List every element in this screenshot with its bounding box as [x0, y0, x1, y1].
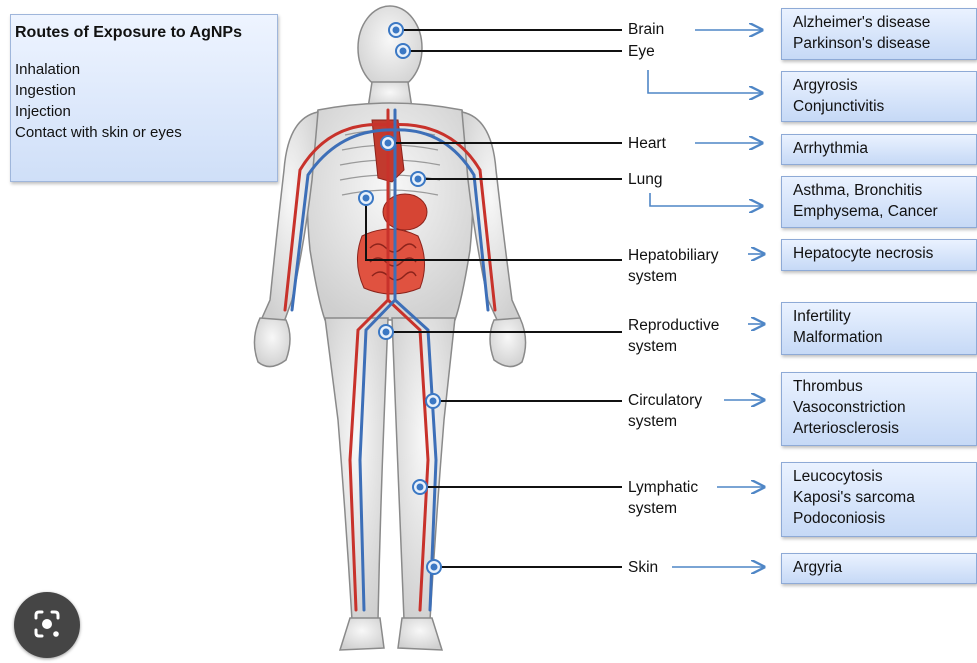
effects-box-eye: Argyrosis Conjunctivitis — [781, 71, 977, 122]
organ-label-lymphatic: Lymphatic system — [628, 477, 716, 519]
effect-item: Alzheimer's disease — [793, 12, 976, 33]
lens-search-button[interactable] — [14, 592, 80, 658]
arrow-eye — [648, 70, 762, 93]
marker-circulatory — [426, 394, 440, 408]
marker-skin — [427, 560, 441, 574]
effects-box-circulatory: Thrombus Vasoconstriction Arterioscleros… — [781, 372, 977, 446]
organ-label-eye: Eye — [628, 41, 655, 62]
effect-item: Parkinson's disease — [793, 33, 976, 54]
effect-item: Argyria — [793, 557, 976, 578]
effect-item: Thrombus — [793, 376, 976, 397]
effect-item: Emphysema, Cancer — [793, 201, 976, 222]
effect-item: Malformation — [793, 327, 976, 348]
organ-label-brain: Brain — [628, 19, 664, 40]
organ-label-circulatory: Circulatory system — [628, 390, 723, 432]
effect-item: Kaposi's sarcoma — [793, 487, 976, 508]
effects-box-brain: Alzheimer's disease Parkinson's disease — [781, 8, 977, 60]
effects-box-lymphatic: Leucocytosis Kaposi's sarcoma Podoconios… — [781, 462, 977, 537]
organ-label-lung: Lung — [628, 169, 662, 190]
effects-box-reproductive: Infertility Malformation — [781, 302, 977, 355]
effects-box-lung: Asthma, Bronchitis Emphysema, Cancer — [781, 176, 977, 228]
organ-label-hepatobiliary: Hepatobiliary system — [628, 245, 743, 287]
effects-box-hepatobiliary: Hepatocyte necrosis — [781, 239, 977, 271]
effect-item: Arteriosclerosis — [793, 418, 976, 439]
google-lens-icon — [14, 592, 80, 658]
arrow-lung — [650, 193, 762, 206]
marker-hepatobiliary — [359, 191, 373, 205]
effect-item: Podoconiosis — [793, 508, 976, 529]
effect-item: Conjunctivitis — [793, 96, 976, 117]
marker-reproductive — [379, 325, 393, 339]
effects-box-heart: Arrhythmia — [781, 134, 977, 165]
marker-lymphatic — [413, 480, 427, 494]
effects-box-skin: Argyria — [781, 553, 977, 584]
marker-heart — [381, 136, 395, 150]
effect-item: Leucocytosis — [793, 466, 976, 487]
marker-lung — [411, 172, 425, 186]
effect-item: Hepatocyte necrosis — [793, 243, 976, 264]
effect-item: Vasoconstriction — [793, 397, 976, 418]
organ-label-heart: Heart — [628, 133, 666, 154]
effect-item: Arrhythmia — [793, 138, 976, 159]
effect-item: Infertility — [793, 306, 976, 327]
organ-label-skin: Skin — [628, 557, 658, 578]
effect-item: Argyrosis — [793, 75, 976, 96]
organ-label-reproductive: Reproductive system — [628, 315, 743, 357]
effect-item: Asthma, Bronchitis — [793, 180, 976, 201]
marker-brain — [389, 23, 403, 37]
marker-eye — [396, 44, 410, 58]
